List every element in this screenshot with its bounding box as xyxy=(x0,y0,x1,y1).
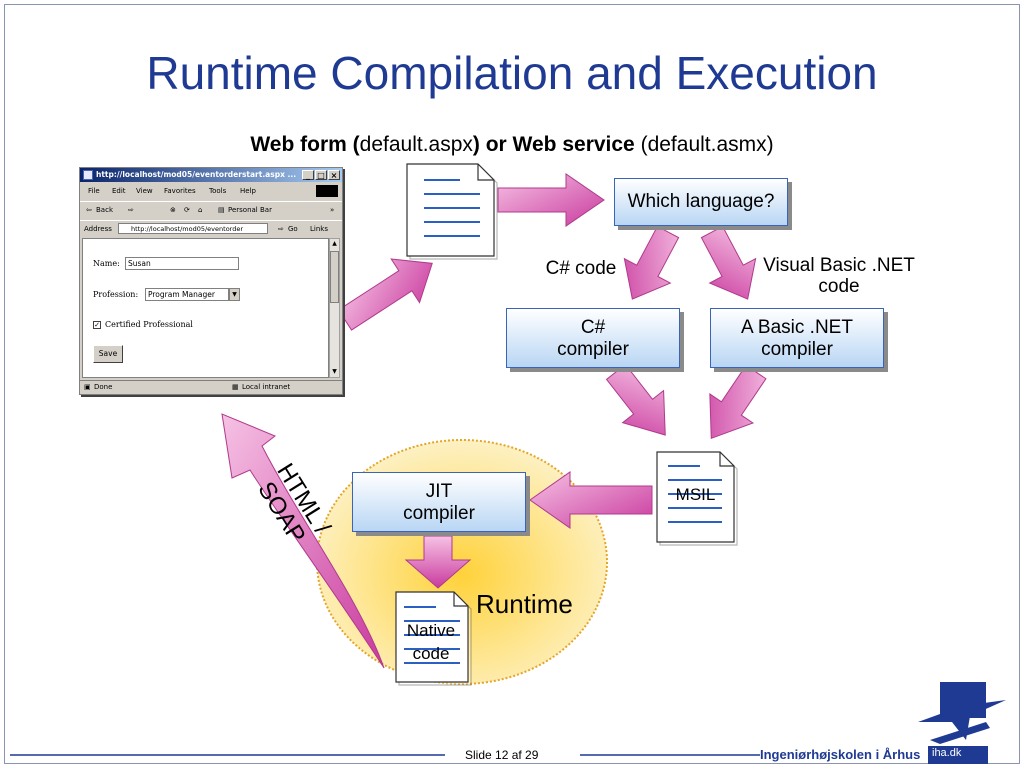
scroll-up-icon[interactable]: ▲ xyxy=(332,240,337,247)
csharp-compiler-line1: C# xyxy=(580,317,606,338)
native-code-label: Native code xyxy=(393,619,469,665)
maximize-icon[interactable]: □ xyxy=(315,170,327,180)
go-arrow-icon[interactable]: ⇨ xyxy=(278,225,284,233)
vb-code-line2: code xyxy=(818,276,860,297)
vb-code-line1: Visual Basic .NET xyxy=(763,255,915,276)
csharp-compiler-box: C# compiler xyxy=(506,308,680,368)
certified-checkbox[interactable]: ✓ xyxy=(93,321,101,329)
document-web-form xyxy=(406,163,498,260)
runtime-label: Runtime xyxy=(476,589,573,619)
name-label: Name: xyxy=(93,259,120,268)
profession-label: Profession: xyxy=(93,290,139,299)
address-input[interactable]: http://localhost/mod05/eventorder xyxy=(118,223,268,234)
personal-bar-button[interactable]: Personal Bar xyxy=(228,206,272,214)
slide-border xyxy=(4,4,1020,764)
arrow-csharp-to-msil xyxy=(605,363,666,436)
document-msil xyxy=(656,451,738,546)
arrow-language-to-csharp xyxy=(623,225,680,300)
address-label: Address xyxy=(84,225,112,233)
subtitle-part1: Web form ( xyxy=(250,133,360,156)
arrow-vb-to-msil xyxy=(709,364,767,440)
native-line1: Native xyxy=(406,621,456,640)
jit-compiler-line1: JIT xyxy=(425,481,453,502)
home-icon[interactable]: ⌂ xyxy=(198,206,203,214)
arrow-language-to-vb xyxy=(700,225,757,300)
page-title: Runtime Compilation and Execution xyxy=(146,47,878,99)
browser-menubar: File Edit View Favorites Tools Help xyxy=(80,184,342,198)
go-button[interactable]: Go xyxy=(288,225,298,233)
profession-select[interactable]: Program Manager xyxy=(145,288,229,301)
which-language-label: Which language? xyxy=(627,191,775,212)
dropdown-arrow-icon[interactable]: ▼ xyxy=(229,288,240,301)
chevron-right-icon[interactable]: » xyxy=(330,206,335,214)
forward-arrow-icon[interactable]: ⇨ xyxy=(128,206,134,214)
browser-window: http://localhost/mod05/eventorderstart.a… xyxy=(79,167,343,395)
back-arrow-icon[interactable]: ⇦ xyxy=(86,206,92,214)
vb-compiler-line1: A Basic .NET xyxy=(741,317,853,338)
jit-compiler-box: JIT compiler xyxy=(352,472,526,532)
ie-icon xyxy=(83,170,93,180)
csharp-code-label: C# code xyxy=(545,258,617,279)
arrow-browser-to-form xyxy=(337,258,433,331)
menu-help[interactable]: Help xyxy=(240,187,256,195)
logo-text: iha.dk xyxy=(932,747,962,759)
which-language-box: Which language? xyxy=(614,178,788,226)
refresh-icon[interactable]: ⟳ xyxy=(184,206,190,214)
browser-statusbar: ▣ Done ▦ Local intranet xyxy=(80,380,342,394)
arrow-form-to-language xyxy=(497,173,605,227)
menu-file[interactable]: File xyxy=(88,187,100,195)
subtitle-part3: ) or Web service xyxy=(472,133,635,156)
done-page-icon: ▣ xyxy=(84,383,91,391)
links-button[interactable]: Links xyxy=(310,225,328,233)
subtitle: Web form (default.aspx) or Web service (… xyxy=(0,133,1024,157)
windows-logo-icon xyxy=(316,185,338,197)
minimize-icon[interactable]: _ xyxy=(302,170,314,180)
menu-favorites[interactable]: Favorites xyxy=(164,187,196,195)
browser-title: http://localhost/mod05/eventorderstart.a… xyxy=(96,170,297,179)
vb-compiler-box: A Basic .NET compiler xyxy=(710,308,884,368)
arrow-msil-to-jit xyxy=(529,471,653,529)
back-button[interactable]: Back xyxy=(96,206,113,214)
subtitle-part4: (default.asmx) xyxy=(634,133,774,156)
arrow-jit-to-native xyxy=(404,535,472,589)
scroll-thumb[interactable] xyxy=(330,251,339,303)
document-native-code xyxy=(395,591,472,686)
subtitle-part2: default.aspx xyxy=(359,133,473,156)
scroll-down-icon[interactable]: ▼ xyxy=(332,368,337,375)
intranet-icon: ▦ xyxy=(232,383,239,391)
certified-label: Certified Professional xyxy=(105,320,193,329)
personal-bar-icon: ▤ xyxy=(218,206,225,214)
msil-label: MSIL xyxy=(675,485,716,504)
status-done: Done xyxy=(94,383,113,391)
vb-code-label: Visual Basic .NET code xyxy=(744,255,934,297)
browser-toolbar: ⇦ Back ⇨ ⊗ ⟳ ⌂ ▤ Personal Bar » xyxy=(80,201,342,218)
csharp-compiler-line2: compiler xyxy=(557,339,629,360)
status-zone: Local intranet xyxy=(242,383,291,391)
native-line2: code xyxy=(412,644,450,663)
footer-brand: Ingeniørhøjskolen i Århus xyxy=(760,747,921,762)
arrow-html-soap xyxy=(221,413,385,669)
address-bar: Address http://localhost/mod05/eventorde… xyxy=(80,220,342,237)
stop-icon[interactable]: ⊗ xyxy=(170,206,176,214)
browser-titlebar: http://localhost/mod05/eventorderstart.a… xyxy=(80,168,342,182)
jit-compiler-line2: compiler xyxy=(403,503,475,524)
name-input[interactable]: Susan xyxy=(125,257,239,270)
menu-edit[interactable]: Edit xyxy=(112,187,126,195)
iha-logo xyxy=(918,682,1006,764)
save-button[interactable]: Save xyxy=(93,345,123,363)
vertical-scrollbar[interactable]: ▲ ▼ xyxy=(329,238,340,378)
menu-tools[interactable]: Tools xyxy=(209,187,227,195)
menu-view[interactable]: View xyxy=(136,187,153,195)
vb-compiler-line2: compiler xyxy=(761,339,833,360)
slide-number: Slide 12 af 29 xyxy=(465,748,539,762)
close-icon[interactable]: × xyxy=(328,170,340,180)
browser-content: Name: Susan Profession: Program Manager … xyxy=(82,238,329,378)
